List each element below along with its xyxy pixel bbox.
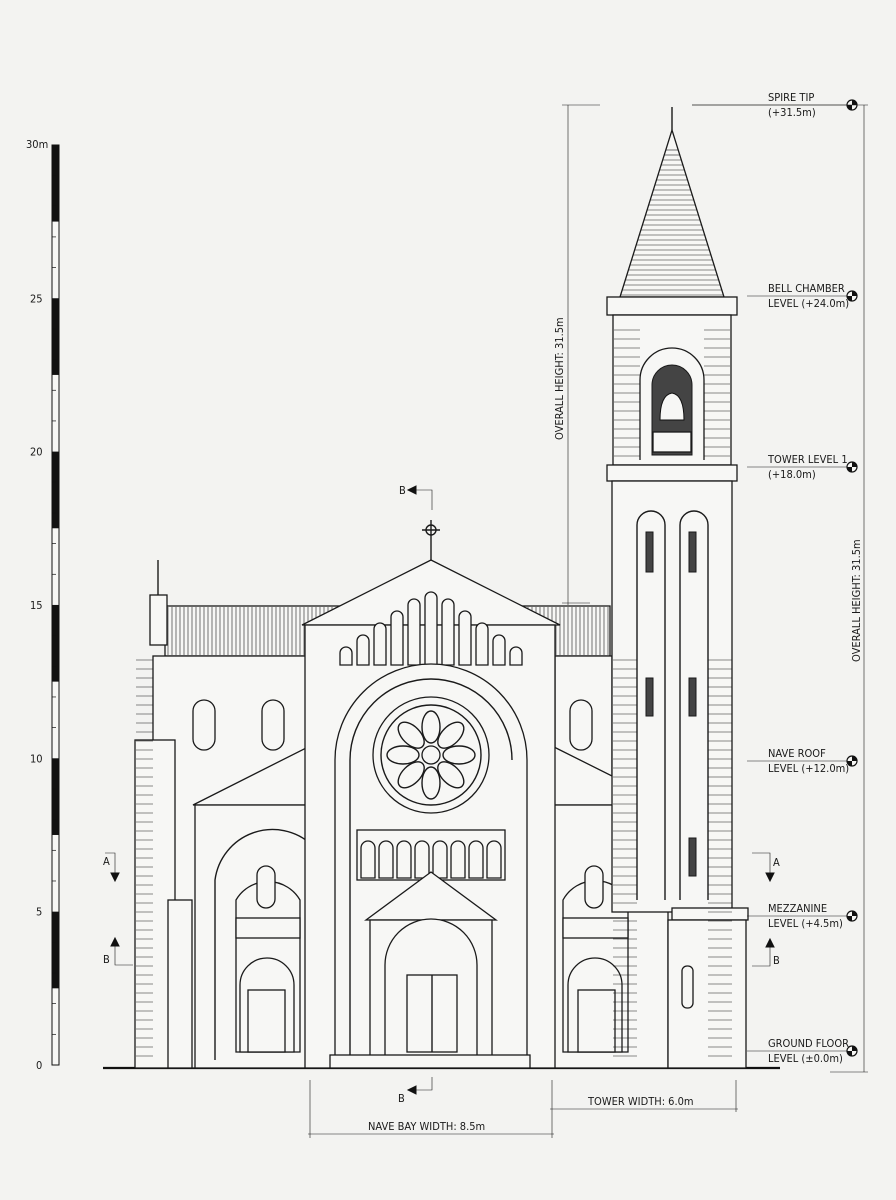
- cross-icon: [422, 520, 440, 560]
- level-name: MEZZANINE: [768, 902, 827, 915]
- scale-bar-segment: [52, 144, 59, 222]
- level-name: NAVE ROOF: [768, 747, 826, 760]
- level-marker: BELL CHAMBER LEVEL (+24.0m): [747, 282, 858, 310]
- section-markers: B B A B A B: [103, 484, 780, 1105]
- level-value: LEVEL (+12.0m): [768, 762, 849, 775]
- scale-bar-segment: [52, 604, 59, 682]
- bell-icon: [659, 392, 685, 421]
- scale-bar-segment: [52, 911, 59, 989]
- level-marker: NAVE ROOF LEVEL (+12.0m): [747, 747, 858, 775]
- level-marker: SPIRE TIP (+31.5m): [692, 91, 858, 119]
- level-markers: SPIRE TIP (+31.5m) BELL CHAMBER LEVEL (+24.…: [692, 91, 858, 1065]
- level-value: LEVEL (±0.0m): [768, 1052, 843, 1065]
- level-marker: GROUND FLOOR LEVEL (±0.0m): [747, 1037, 858, 1065]
- level-value: (+31.5m): [768, 106, 816, 119]
- right-aisle: [549, 655, 671, 1069]
- svg-text:B: B: [399, 484, 406, 497]
- level-name: TOWER LEVEL 1: [767, 453, 848, 466]
- scale-tick-label: 0: [36, 1059, 42, 1072]
- scale-bar-segment: [52, 298, 59, 375]
- scale-tick-label: 15: [30, 599, 43, 612]
- level-value: LEVEL (+24.0m): [768, 297, 849, 310]
- scale-top-label: 30m: [26, 138, 48, 151]
- scale-bar: [51, 144, 60, 1066]
- scale-tick-label: 25: [30, 292, 43, 305]
- level-name: BELL CHAMBER: [768, 282, 845, 295]
- svg-text:A: A: [103, 855, 110, 868]
- left-aisle: [134, 560, 314, 1069]
- level-value: LEVEL (+4.5m): [768, 917, 843, 930]
- level-name: GROUND FLOOR: [768, 1037, 849, 1050]
- svg-text:A: A: [773, 856, 780, 869]
- overall-height-dimension-right: OVERALL HEIGHT: 31.5m: [692, 104, 868, 1073]
- level-marker: TOWER LEVEL 1 (+18.0m): [747, 453, 858, 481]
- svg-text:B: B: [398, 1092, 405, 1105]
- nave-facade: [301, 559, 561, 1069]
- scale-bar-segment: [52, 758, 59, 835]
- scale-tick-label: 20: [30, 446, 43, 459]
- left-side-door: [247, 989, 286, 1053]
- scale-bar-segment: [52, 451, 59, 529]
- level-marker: MEZZANINE LEVEL (+4.5m): [747, 902, 858, 930]
- scale-tick-label: 5: [36, 906, 42, 919]
- level-name: SPIRE TIP: [768, 91, 814, 104]
- nave-bay-width-dimension: NAVE BAY WIDTH: 8.5m: [308, 1080, 554, 1138]
- masonry-coursing: [136, 329, 732, 1057]
- tower-width-dimension: TOWER WIDTH: 6.0m: [550, 1080, 738, 1112]
- svg-text:NAVE BAY WIDTH: 8.5m: NAVE BAY WIDTH: 8.5m: [368, 1120, 485, 1133]
- svg-text:OVERALL HEIGHT: 31.5m: OVERALL HEIGHT: 31.5m: [553, 317, 566, 440]
- svg-text:B: B: [103, 953, 110, 966]
- svg-text:B: B: [773, 954, 780, 967]
- svg-text:OVERALL HEIGHT: 31.5m: OVERALL HEIGHT: 31.5m: [850, 539, 863, 662]
- scale-tick-label: 10: [30, 752, 43, 765]
- level-value: (+18.0m): [768, 468, 816, 481]
- right-side-door: [577, 989, 616, 1053]
- overall-height-dimension-left: OVERALL HEIGHT: 31.5m: [553, 104, 600, 605]
- svg-text:TOWER WIDTH: 6.0m: TOWER WIDTH: 6.0m: [587, 1095, 694, 1108]
